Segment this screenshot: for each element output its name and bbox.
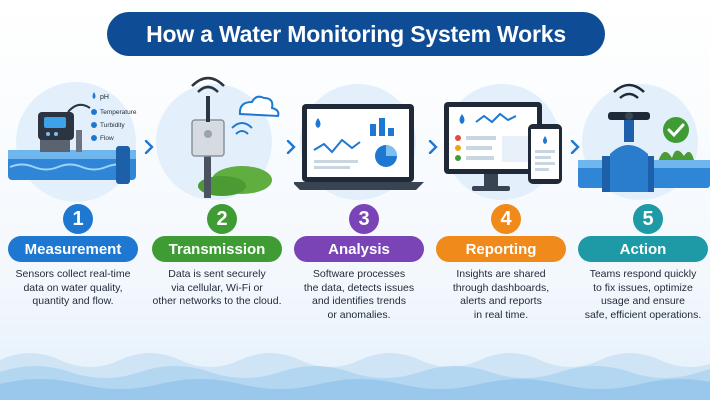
step-description: Sensors collect real-time data on water …: [8, 268, 138, 309]
step-description: Data is sent securely via cellular, Wi-F…: [152, 268, 282, 309]
step-number: 1: [63, 204, 93, 234]
desc-line: the data, detects issues: [303, 281, 415, 294]
desc-line: other networks to the cloud.: [152, 295, 282, 307]
step-label: Measurement: [8, 236, 138, 262]
desc-line: to fix issues, optimize: [593, 281, 693, 294]
chevron-right-icon: [428, 140, 438, 154]
water-pipe-sensor-icon: pH Temperature Turbidity Flow: [8, 82, 137, 202]
chevron-right-icon: [570, 140, 580, 154]
sensor-label-ph: pH: [100, 94, 109, 101]
desc-line: Data is sent securely: [168, 268, 266, 280]
step-description: Insights are shared through dashboards, …: [436, 268, 566, 322]
step-measurement: pH Temperature Turbidity Flow 1 Measurem…: [8, 72, 148, 332]
step-label: Transmission: [152, 236, 282, 262]
chevron-right-icon: [286, 140, 296, 154]
chevron-right-icon: [144, 140, 154, 154]
desc-line: Software processes: [312, 268, 406, 280]
water-waves-decoration: [0, 353, 710, 400]
transmitter-cloud-icon: [156, 76, 280, 200]
desc-line: Sensors collect real-time: [15, 268, 131, 280]
desc-line: and identifies trends: [312, 295, 406, 307]
monitor-phone-dashboard-icon: [444, 84, 562, 200]
step-description: Software processes the data, detects iss…: [294, 268, 424, 322]
desc-line: usage and ensure: [600, 295, 686, 307]
desc-line: data on water quality,: [23, 281, 123, 294]
desc-line: or anomalies.: [327, 308, 391, 321]
step-label: Reporting: [436, 236, 566, 262]
desc-line: via cellular, Wi-Fi or: [171, 281, 263, 294]
desc-line: through dashboards,: [452, 281, 550, 294]
step-label: Action: [578, 236, 708, 262]
step-number: 3: [349, 204, 379, 234]
desc-line: Insights are shared: [456, 268, 546, 280]
desc-line: in real time.: [473, 308, 529, 321]
desc-line: Teams respond quickly: [589, 268, 697, 280]
laptop-analytics-icon: [294, 84, 424, 200]
step-action: 5 Action Teams respond quickly to fix is…: [578, 72, 710, 332]
valve-check-icon: [578, 83, 710, 200]
step-reporting: 4 Reporting Insights are shared through …: [436, 72, 576, 332]
sensor-label-temperature: Temperature: [100, 109, 137, 116]
step-number: 4: [491, 204, 521, 234]
step-transmission: 2 Transmission Data is sent securely via…: [152, 72, 292, 332]
page-title: How a Water Monitoring System Works: [107, 12, 605, 56]
step-label: Analysis: [294, 236, 424, 262]
sensor-label-turbidity: Turbidity: [100, 122, 125, 129]
desc-line: safe, efficient operations.: [584, 308, 702, 321]
step-number: 2: [207, 204, 237, 234]
step-analysis: 3 Analysis Software processes the data, …: [294, 72, 434, 332]
desc-line: alerts and reports: [460, 295, 542, 307]
sensor-label-flow: Flow: [100, 135, 114, 142]
desc-line: quantity and flow.: [32, 295, 114, 307]
step-description: Teams respond quickly to fix issues, opt…: [578, 268, 708, 322]
step-number: 5: [633, 204, 663, 234]
